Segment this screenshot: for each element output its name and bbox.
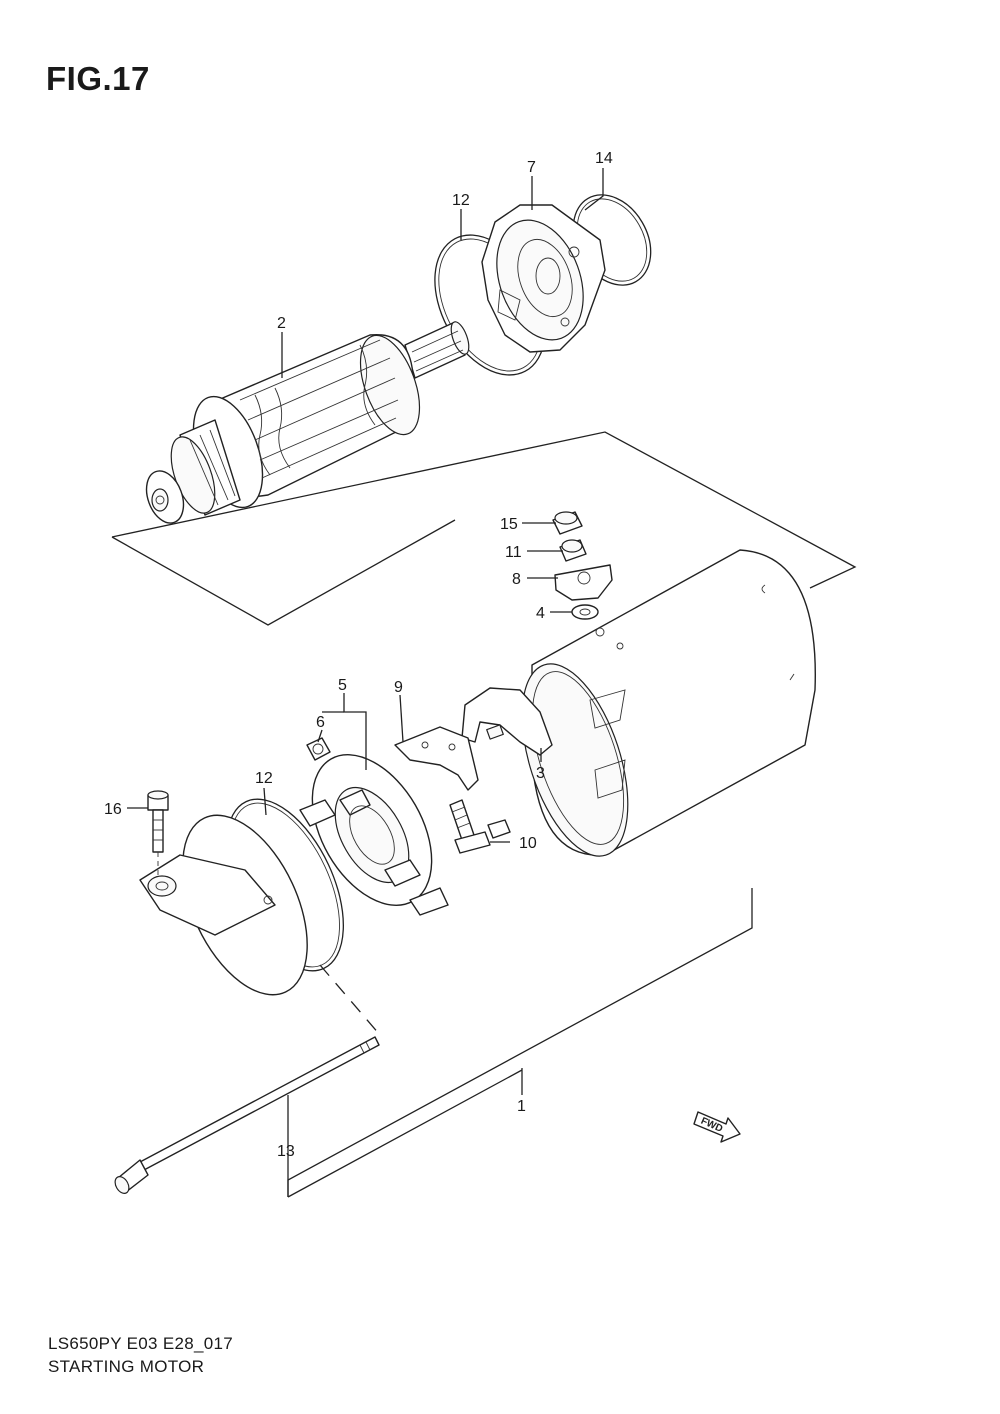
callout-4: 4 bbox=[536, 605, 545, 622]
callout-15: 15 bbox=[500, 516, 518, 533]
leader-lines bbox=[127, 168, 604, 1095]
diagram-code: LS650PY E03 E28_017 bbox=[48, 1334, 233, 1353]
callout-14: 14 bbox=[595, 150, 613, 167]
brush-holder-5 bbox=[299, 754, 449, 916]
spring-6 bbox=[306, 737, 331, 761]
callout-16: 16 bbox=[104, 801, 122, 818]
bolt-16 bbox=[147, 790, 169, 876]
terminal-plate-8 bbox=[554, 564, 613, 601]
washer-4 bbox=[571, 604, 599, 620]
callout-1: 1 bbox=[517, 1098, 526, 1115]
figure-title: FIG.17 bbox=[46, 60, 150, 97]
callout-13: 13 bbox=[277, 1143, 295, 1160]
callout-labels: 7 14 12 2 15 11 8 4 5 9 6 12 16 3 10 1 1… bbox=[104, 150, 613, 1160]
terminal-nut-15 bbox=[552, 511, 583, 535]
callout-2: 2 bbox=[277, 315, 286, 332]
front-housing-7 bbox=[481, 204, 606, 353]
rear-cover bbox=[139, 814, 308, 996]
callout-8: 8 bbox=[512, 571, 521, 588]
diagram-name: STARTING MOTOR bbox=[48, 1357, 205, 1376]
callout-6: 6 bbox=[316, 714, 325, 731]
yoke-housing bbox=[521, 549, 816, 857]
callout-3: 3 bbox=[536, 765, 545, 782]
callout-10: 10 bbox=[519, 835, 537, 852]
callout-12-lower: 12 bbox=[255, 770, 273, 787]
terminal-bolt-10 bbox=[449, 799, 511, 854]
callout-12-upper: 12 bbox=[452, 192, 470, 209]
assembly-outline bbox=[111, 431, 857, 1198]
armature-2 bbox=[145, 321, 470, 524]
brush-plate-3 bbox=[461, 687, 553, 756]
through-bolt-13 bbox=[114, 1036, 380, 1194]
callout-11: 11 bbox=[505, 544, 522, 561]
terminal-nut-11 bbox=[559, 539, 587, 562]
insulator-9 bbox=[394, 726, 479, 791]
callout-9: 9 bbox=[394, 679, 403, 696]
callout-7: 7 bbox=[527, 159, 536, 176]
callout-5: 5 bbox=[338, 677, 347, 694]
fwd-arrow: FWD bbox=[693, 1111, 741, 1143]
